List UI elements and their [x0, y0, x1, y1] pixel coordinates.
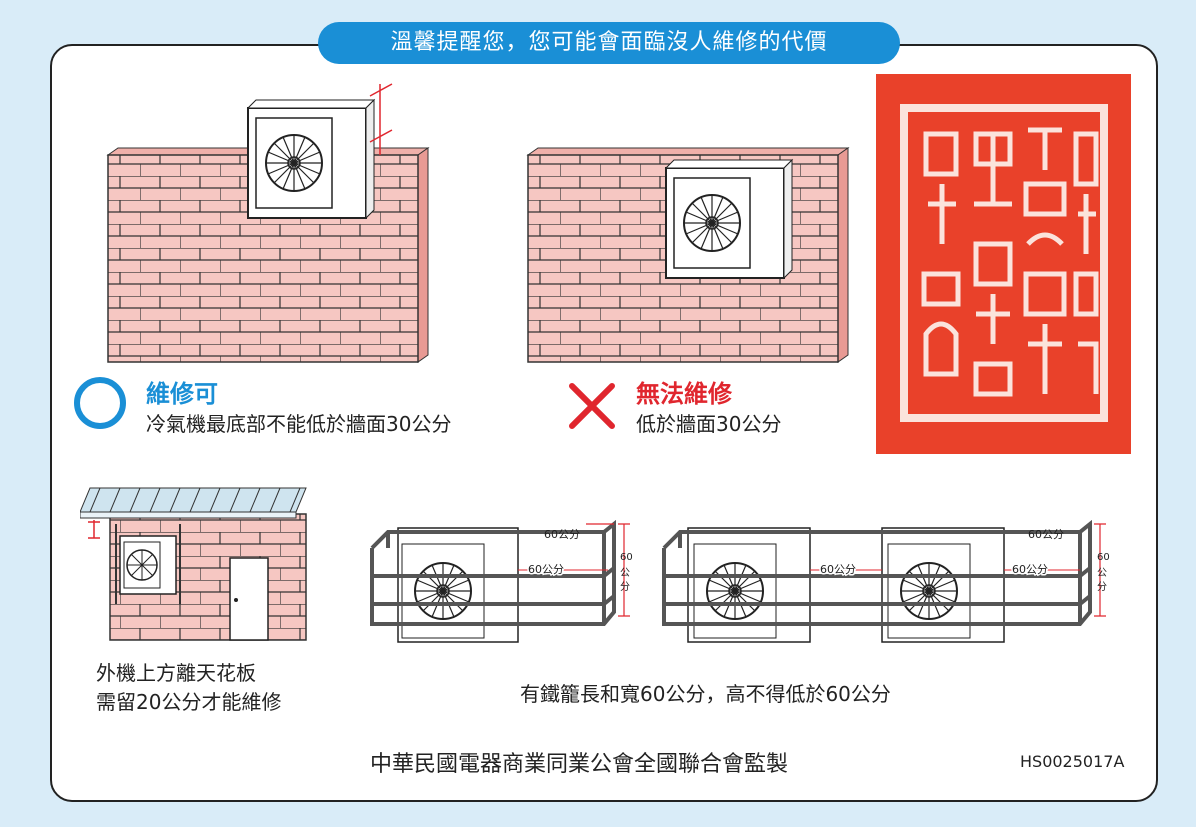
svg-text:分: 分 — [1097, 581, 1107, 593]
seal-stamp-graphic — [900, 104, 1108, 422]
cage-illustration-double: 60公分 60公分 60公分 60 公 分 — [662, 520, 1110, 643]
ok-heading: 維修可 — [146, 380, 218, 408]
ceiling-illustration — [80, 487, 307, 641]
cage-illustration-single: 60公分 60公分 60 公 分 — [370, 520, 633, 643]
ok-symbol — [74, 377, 126, 429]
bad-heading: 無法維修 — [636, 380, 732, 408]
ok-description: 冷氣機最底部不能低於牆面30公分 — [146, 412, 452, 436]
cage2-label-right: 60公分 — [1012, 563, 1048, 576]
svg-text:公: 公 — [1097, 568, 1107, 579]
official-seal — [876, 74, 1131, 454]
cage2-label-between: 60公分 — [820, 563, 856, 576]
ceiling-caption-line2: 需留20公分才能維修 — [96, 690, 282, 714]
ceiling-caption-line1: 外機上方離天花板 — [96, 661, 256, 685]
wall-illustration-bad — [526, 147, 850, 363]
footer-code: HS0025017A — [1020, 752, 1125, 771]
svg-text:60: 60 — [620, 552, 633, 563]
wall-illustration-ok — [106, 83, 430, 363]
svg-text:60: 60 — [1097, 552, 1110, 563]
cage-caption: 有鐵籠長和寬60公分，高不得低於60公分 — [520, 682, 891, 706]
cage-label-mid: 60公分 — [528, 563, 564, 576]
svg-text:分: 分 — [620, 581, 630, 593]
cross-icon — [569, 383, 615, 429]
cage2-label-top: 60公分 — [1028, 528, 1064, 541]
bad-description: 低於牆面30公分 — [636, 412, 782, 436]
svg-text:公: 公 — [620, 568, 630, 579]
cage-label-top: 60公分 — [544, 528, 580, 541]
footer-org: 中華民國電器商業同業公會全國聯合會監製 — [370, 752, 789, 777]
banner-title: 溫馨提醒您，您可能會面臨沒人維修的代價 — [318, 22, 900, 64]
